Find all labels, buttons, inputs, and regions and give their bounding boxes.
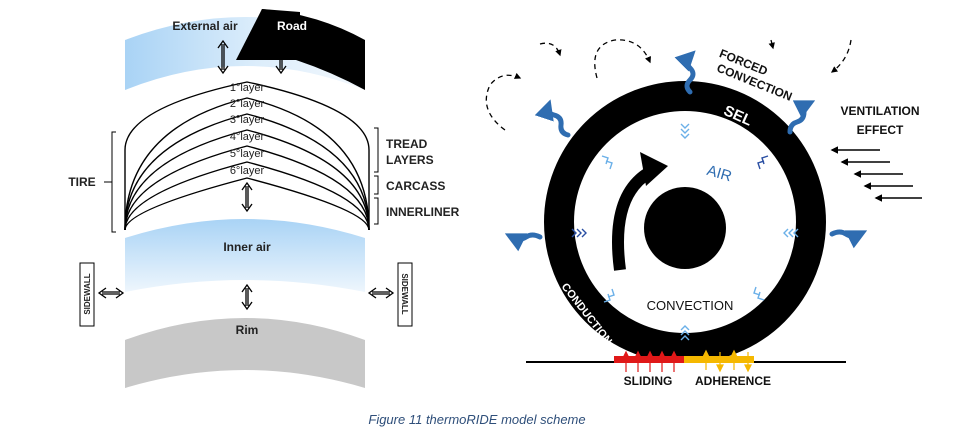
right-brackets (374, 127, 379, 225)
sliding-zone (614, 356, 684, 363)
heat-exchange-arrow-bottom (241, 283, 253, 311)
heat-wave-arrows (504, 50, 868, 252)
tire-ring (544, 81, 826, 363)
layer-label-5: 5°layer (230, 148, 265, 160)
carcass-label: CARCASS (386, 179, 445, 193)
road-label: Road (277, 19, 307, 33)
sidewall-right-label: SIDEWALL (400, 273, 409, 314)
adherence-zone (684, 356, 754, 363)
external-band: External air Road (125, 9, 365, 90)
convection-chevrons (571, 123, 799, 341)
layer-label-6: 6°layer (230, 165, 265, 177)
ventilation-label-1: VENTILATION (840, 104, 919, 118)
layer-labels: 1°layer 2°layer 3°layer 4°layer 5°layer … (230, 82, 265, 177)
layer-label-3: 3°layer (230, 114, 265, 126)
external-air-label: External air (172, 19, 238, 33)
heat-exchange-arrow-middle (241, 181, 253, 213)
ventilation-arrows (830, 146, 922, 202)
convection-label: CONVECTION (647, 298, 734, 313)
heat-exchange-arrows-top (217, 39, 287, 75)
rotation-arrow (612, 152, 668, 271)
innerliner-label: INNERLINER (386, 205, 460, 219)
adherence-heat-arrows (702, 349, 752, 373)
rim-band (125, 318, 365, 388)
air-label: AIR (705, 162, 734, 185)
rim-label: Rim (236, 323, 259, 337)
inner-air-band (125, 219, 365, 292)
layer-label-2: 2°layer (230, 98, 265, 110)
wheel-scheme: FORCED CONVECTION VENTILATION EFFECT SEL… (485, 39, 922, 388)
tread-layers-label-2: LAYERS (386, 153, 434, 167)
sidewall-right: SIDEWALL (397, 262, 413, 327)
inner-air-label: Inner air (223, 240, 271, 254)
layer-label-1: 1°layer (230, 82, 265, 94)
hub-disc (644, 187, 726, 269)
adherence-label: ADHERENCE (695, 374, 771, 388)
sidewall-arrows (97, 287, 395, 299)
tread-layers-label-1: TREAD (386, 137, 428, 151)
sidewall-left: SIDEWALL (79, 262, 95, 327)
figure-caption: Figure 11 thermoRIDE model scheme (368, 412, 586, 427)
layer-scheme: External air Road 1°layer 2°layer 3°laye… (68, 9, 460, 388)
sliding-heat-arrows (622, 350, 678, 372)
airflow-dashed-arrows (485, 39, 852, 131)
tread-layer-stack (124, 81, 370, 231)
sidewall-left-label: SIDEWALL (83, 273, 92, 314)
ventilation-label-2: EFFECT (857, 123, 904, 137)
tire-bracket (104, 131, 116, 233)
tire-label: TIRE (68, 175, 95, 189)
sliding-label: SLIDING (624, 374, 673, 388)
layer-label-4: 4°layer (230, 131, 265, 143)
